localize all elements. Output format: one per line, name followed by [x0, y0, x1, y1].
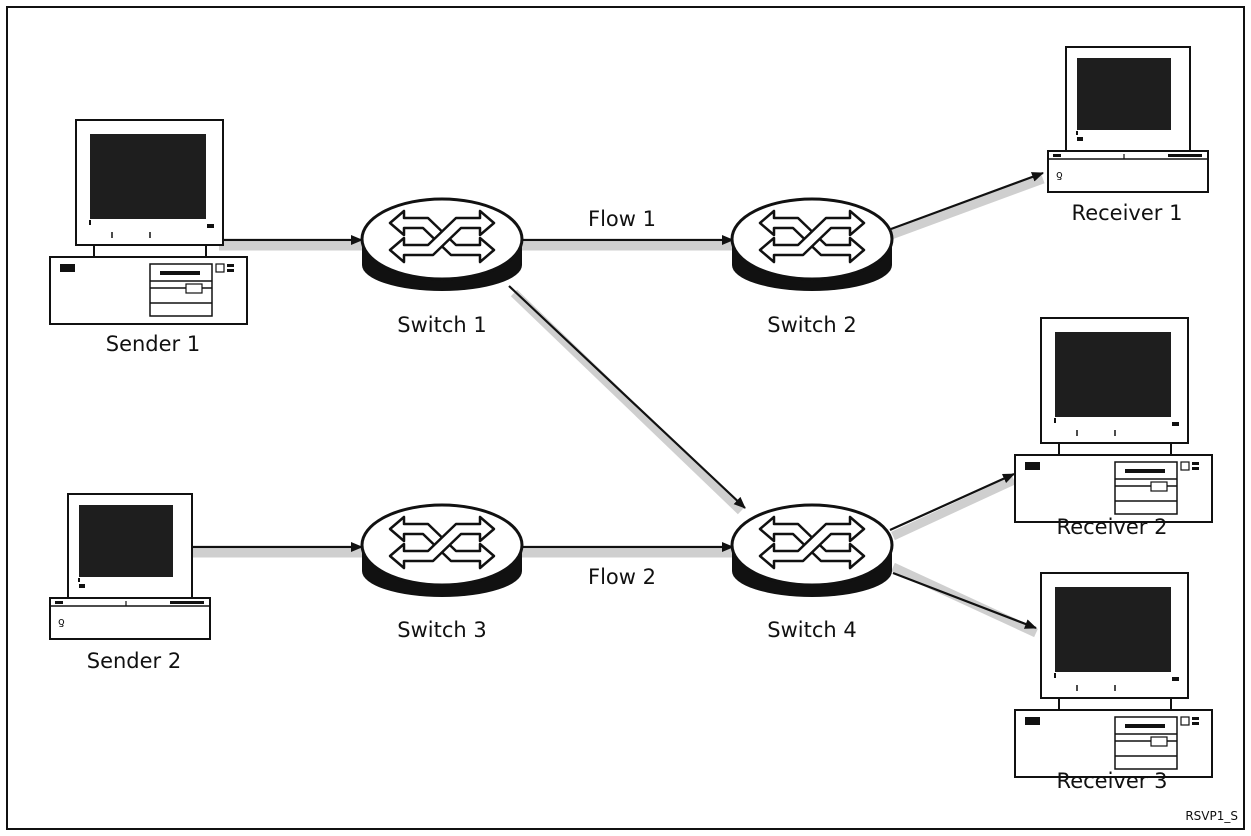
receiver-2-label: Receiver 2 [1057, 515, 1168, 539]
switch-icon [360, 503, 524, 599]
switch-2-label: Switch 2 [767, 313, 856, 337]
link-layer [192, 171, 1045, 638]
switch-4-label: Switch 4 [767, 618, 856, 642]
link-sender2-switch3 [192, 542, 363, 558]
link-switch4-receiver3 [891, 562, 1038, 638]
workstation-icon [1047, 46, 1209, 193]
flow-1-label: Flow 1 [588, 207, 656, 231]
sender-1 [49, 119, 248, 325]
link-switch1-switch4 [508, 285, 746, 515]
switch-4 [730, 503, 894, 599]
switch-icon [730, 197, 894, 293]
flow-2-label: Flow 2 [588, 565, 656, 589]
receiver-3-label: Receiver 3 [1057, 769, 1168, 793]
receiver-3 [1014, 572, 1213, 778]
switch-3 [360, 503, 524, 599]
sender-1-label: Sender 1 [106, 332, 200, 356]
link-switch2-receiver1 [889, 171, 1045, 240]
receiver-1 [1047, 46, 1209, 193]
desktop-computer-icon [1014, 572, 1213, 778]
workstation-icon [49, 493, 211, 640]
switch-1-label: Switch 1 [397, 313, 486, 337]
link-switch3-switch4 [522, 542, 734, 558]
receiver-2 [1014, 317, 1213, 523]
sender-2 [49, 493, 211, 640]
switch-icon [730, 503, 894, 599]
switch-1 [360, 197, 524, 293]
link-switch4-receiver2 [889, 472, 1016, 541]
desktop-computer-icon [1014, 317, 1213, 523]
link-sender1-switch1 [219, 235, 363, 251]
switch-2 [730, 197, 894, 293]
receiver-1-label: Receiver 1 [1072, 201, 1183, 225]
switch-icon [360, 197, 524, 293]
figure-id: RSVP1_S [1185, 809, 1238, 823]
sender-2-label: Sender 2 [87, 649, 181, 673]
link-switch1-switch2 [522, 235, 734, 251]
desktop-computer-icon [49, 119, 248, 325]
switch-3-label: Switch 3 [397, 618, 486, 642]
